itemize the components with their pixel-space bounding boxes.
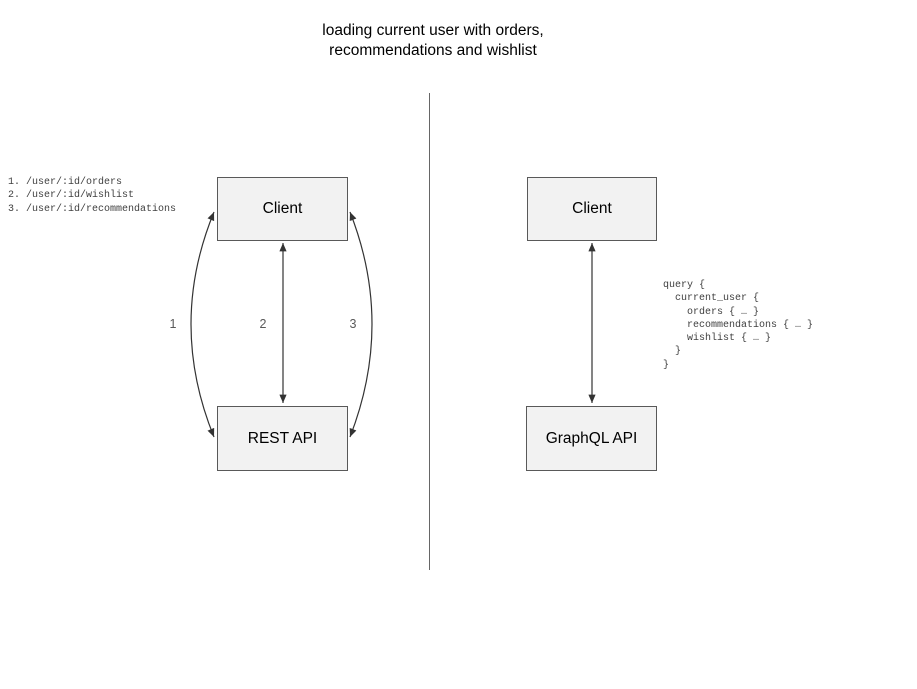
- graphql-query-line-4: recommendations { … }: [663, 319, 814, 331]
- rest-endpoint-orders: 1. /user/:id/orders: [8, 177, 123, 188]
- graphql-query-line-3: orders { … }: [663, 306, 760, 318]
- diagram-title: loading current user with orders, recomm…: [322, 21, 543, 61]
- rest-client-node-label: Client: [262, 200, 303, 217]
- arrow-label-3: 3: [349, 317, 357, 331]
- rest-endpoint-list: 1. /user/:id/orders 2. /user/:id/wishlis…: [8, 176, 176, 216]
- divider-line: [429, 93, 431, 570]
- graphql-client-node: Client: [527, 177, 657, 241]
- rest-api-node: REST API: [217, 406, 348, 471]
- diagram-title-line-2: recommendations and wishlist: [329, 42, 537, 59]
- diagram-title-line-1: loading current user with orders,: [322, 22, 544, 39]
- rest-api-node-label: REST API: [247, 429, 318, 447]
- graphql-client-node-label: Client: [572, 200, 612, 217]
- graphql-query-line-6: }: [663, 346, 682, 358]
- graphql-api-node: GraphQL API: [526, 406, 657, 471]
- graphql-query-line-7: }: [663, 359, 670, 371]
- graphql-query-line-2: current_user {: [663, 293, 760, 305]
- graphql-query-block: query { current_user { orders { … } reco…: [663, 279, 813, 372]
- graphql-query-line-5: wishlist { … }: [663, 333, 772, 345]
- graphql-api-node-label: GraphQL API: [545, 429, 638, 447]
- arrow-label-2: 2: [259, 317, 267, 331]
- rest-endpoint-wishlist: 2. /user/:id/wishlist: [8, 190, 135, 202]
- arrow-label-1: 1: [169, 317, 177, 331]
- rest-client-node: Client: [217, 177, 348, 241]
- graphql-query-line-1: query {: [663, 280, 706, 291]
- rest-endpoint-recommendations: 3. /user/:id/recommendations: [8, 203, 177, 215]
- rest-call-1-arrow: [190, 211, 215, 438]
